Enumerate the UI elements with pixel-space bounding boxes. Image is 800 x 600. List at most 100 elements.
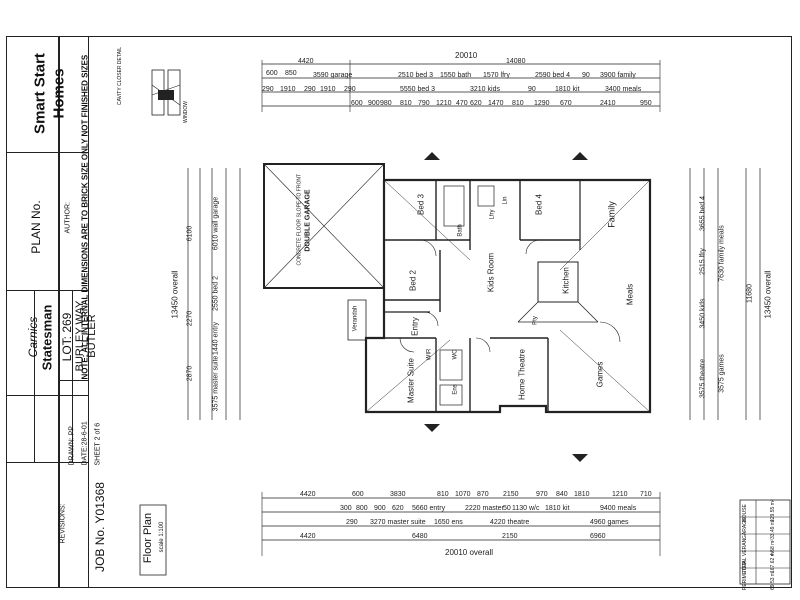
- dim-value: 470: [456, 100, 468, 107]
- room-bath: Bath: [457, 224, 464, 237]
- dim-value: 50: [503, 505, 511, 512]
- dim-value: 810: [400, 100, 412, 107]
- room-kitchen: Kitchen: [561, 267, 571, 294]
- dim-top-right: 14080: [506, 58, 526, 65]
- dim-value: 2270: [186, 310, 194, 327]
- dim-value: 1290: [534, 100, 550, 107]
- dim-value: 2410: [600, 100, 616, 107]
- room-family: Family: [606, 201, 617, 228]
- dim-value: 4420: [300, 491, 316, 498]
- dim-value: 790: [418, 100, 430, 107]
- dim-value: 3400 meals: [605, 86, 642, 93]
- dim-value: 980: [380, 100, 392, 107]
- dim-value: 950: [640, 100, 652, 107]
- dim-value: 90: [582, 72, 590, 79]
- dim-value: 3830: [390, 491, 406, 498]
- dim-value: 1070: [455, 491, 471, 498]
- dim-value: 290: [346, 519, 358, 526]
- dim-value: 1810 kit: [555, 86, 580, 93]
- dim-value: 1570 lfry: [483, 72, 510, 79]
- dim-top-left: 4420: [298, 58, 314, 65]
- dim-value: 2870: [186, 365, 194, 382]
- dim-value: 970: [536, 491, 548, 498]
- dim-value: 900: [374, 505, 386, 512]
- dim-value: 810: [512, 100, 524, 107]
- dim-value: 3575 theatre: [699, 358, 707, 399]
- dim-value: 2150: [503, 491, 519, 498]
- room-theatre: Home Theatre: [517, 349, 527, 400]
- dim-value: 2220 master: [465, 505, 504, 512]
- room-pantry: Pty: [532, 316, 539, 325]
- cavity-closer-graphic: [151, 69, 181, 116]
- dim-value: 3210 kids: [470, 86, 500, 93]
- room-garage-note: CONCRETE FLOOR SLOPE TO FRONT: [296, 174, 303, 266]
- dim-value: 3450 kids: [699, 298, 707, 329]
- dim-value: 1210: [612, 491, 628, 498]
- dim-value: 600: [266, 70, 278, 77]
- dim-value: 600: [351, 100, 363, 107]
- dim-value: 800: [356, 505, 368, 512]
- dim-value: 290: [344, 86, 356, 93]
- dim-bottom-overall: 20010 overall: [445, 548, 494, 557]
- room-games: Games: [595, 361, 605, 388]
- dim-value: 3900 family: [600, 72, 636, 79]
- dim-value: 1130 w/c: [512, 505, 540, 512]
- room-wir: WIR: [426, 348, 433, 361]
- dim-value: 4420: [300, 533, 316, 540]
- dim-value: 290: [304, 86, 316, 93]
- dim-value: 6480: [412, 533, 428, 540]
- room-entry: Entry: [410, 317, 420, 336]
- dim-value: 710: [640, 491, 652, 498]
- dim-value: 90: [528, 86, 536, 93]
- room-lin: Lin: [502, 196, 509, 205]
- room-meals: Meals: [625, 283, 635, 306]
- room-kids: Kids Room: [486, 252, 496, 293]
- dim-value: 810: [437, 491, 449, 498]
- room-verandah: Verandah: [352, 305, 359, 332]
- dim-value: 1550 bath: [440, 72, 472, 79]
- dim-value: 4220 theatre: [490, 519, 530, 526]
- room-ens: Ens: [452, 384, 459, 395]
- dim-value: 840: [556, 491, 568, 498]
- dim-right-overall: 13450 overall: [763, 270, 773, 319]
- room-bed4: Bed 4: [534, 194, 544, 215]
- dim-value: 1910: [280, 86, 296, 93]
- drawing-sheet: [6, 36, 792, 588]
- dim-value: 870: [477, 491, 489, 498]
- room-lfry: Lfry: [489, 209, 496, 220]
- room-bed2: Bed 2: [408, 270, 418, 291]
- dim-value: 1810: [574, 491, 590, 498]
- room-bed3: Bed 3: [416, 194, 426, 215]
- dim-value: 2590 bed 4: [535, 72, 571, 79]
- dim-right-row1: 11680: [746, 284, 754, 303]
- dim-value: 6960: [590, 533, 606, 540]
- drawing-title: Floor Plan: [142, 512, 154, 564]
- dim-value: 1470: [488, 100, 504, 107]
- area-label: PERIMETER: [742, 560, 748, 590]
- room-master: Master Suite: [406, 358, 416, 403]
- dim-value: 7630 family meals: [718, 225, 726, 282]
- room-garage: DOUBLE GARAGE: [304, 189, 312, 252]
- dim-value: 3575 games: [718, 354, 726, 393]
- dim-value: 1650 ens: [434, 519, 463, 526]
- dim-value: 4960 games: [590, 519, 629, 526]
- dim-value: 1810 kit: [545, 505, 570, 512]
- dim-value: 5550 bed 3: [400, 86, 436, 93]
- area-value: 69.53 m: [770, 571, 776, 590]
- dim-value: 600: [352, 491, 364, 498]
- dim-value: 3270 master suite: [370, 519, 426, 526]
- dim-value: 2150: [502, 533, 518, 540]
- dim-left-overall: 13450 overall: [170, 270, 180, 319]
- dim-value: 2515 lfry: [699, 248, 707, 275]
- drawing-scale: scale 1:100: [159, 521, 165, 553]
- dim-value: 3590 garage: [313, 72, 353, 79]
- dim-value: 6100: [186, 225, 194, 242]
- dim-value: 300: [340, 505, 352, 512]
- dim-value: 620: [470, 100, 482, 107]
- dim-value: 6010 wall garage: [212, 196, 220, 251]
- dim-value: 1910: [320, 86, 336, 93]
- dim-top-overall: 20010: [455, 51, 478, 60]
- dim-value: 900: [368, 100, 380, 107]
- dim-value: 290: [262, 86, 274, 93]
